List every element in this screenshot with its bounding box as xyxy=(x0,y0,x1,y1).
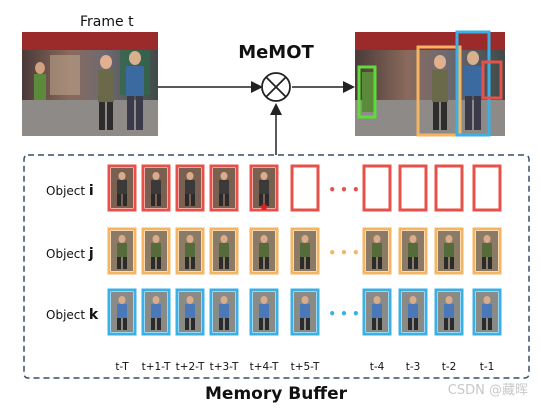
crop-k xyxy=(249,288,279,336)
crop-j xyxy=(175,227,205,275)
object-label-letter: k xyxy=(89,307,99,323)
crop-j xyxy=(434,227,464,275)
ellipsis-dots: • • • xyxy=(328,183,359,197)
input-frame-image xyxy=(22,32,158,136)
crop-i xyxy=(209,164,239,212)
crop-j xyxy=(290,227,320,275)
crop-k xyxy=(290,288,320,336)
crop-j xyxy=(249,227,279,275)
time-label: t-3 xyxy=(406,361,421,373)
ellipsis-dots: • • • xyxy=(328,246,359,260)
time-label: t-4 xyxy=(370,361,385,373)
object-label-letter: j xyxy=(88,246,94,262)
crop-k xyxy=(398,288,428,336)
crop-k xyxy=(107,288,137,336)
crop-k xyxy=(141,288,171,336)
empty-slot-i xyxy=(362,164,392,212)
crop-k xyxy=(209,288,239,336)
object-label-j: Object j xyxy=(46,246,94,262)
memory-buffer-container xyxy=(23,154,530,379)
detection-box-blue xyxy=(455,30,491,137)
watermark: CSDN @藏晖 xyxy=(448,383,528,398)
time-label: t+4-T xyxy=(250,361,279,373)
crop-j xyxy=(141,227,171,275)
frame-label: Frame t xyxy=(80,14,134,30)
time-label: t-1 xyxy=(480,361,495,373)
memory-buffer-label: Memory Buffer xyxy=(205,384,348,404)
time-label: t+5-T xyxy=(291,361,320,373)
time-label: t+2-T xyxy=(176,361,205,373)
crop-j xyxy=(107,227,137,275)
output-frame-image xyxy=(355,30,505,137)
object-label-k: Object k xyxy=(46,307,99,323)
detection-box-orange xyxy=(416,45,462,137)
object-label-letter: i xyxy=(89,183,94,199)
crop-j xyxy=(398,227,428,275)
empty-slot-i xyxy=(434,164,464,212)
method-title: MeMOT xyxy=(238,42,314,63)
cross-operator-icon xyxy=(261,72,291,102)
detection-box-green xyxy=(357,65,377,119)
object-label-i: Object i xyxy=(46,183,94,199)
time-label: t-2 xyxy=(442,361,457,373)
crop-k xyxy=(362,288,392,336)
detection-box-red xyxy=(481,60,503,100)
empty-slot-i xyxy=(398,164,428,212)
crop-k xyxy=(472,288,502,336)
crop-i xyxy=(175,164,205,212)
empty-slot-i xyxy=(290,164,320,212)
time-label: t-T xyxy=(115,361,129,373)
crop-i xyxy=(249,164,279,212)
object-label-prefix: Object xyxy=(46,308,89,322)
marker-dot xyxy=(261,204,267,210)
empty-slot-i xyxy=(472,164,502,212)
ellipsis-dots: • • • xyxy=(328,307,359,321)
crop-k xyxy=(175,288,205,336)
object-label-prefix: Object xyxy=(46,247,89,261)
crop-i xyxy=(141,164,171,212)
crop-i xyxy=(107,164,137,212)
time-label: t+1-T xyxy=(142,361,171,373)
crop-k xyxy=(434,288,464,336)
time-label: t+3-T xyxy=(210,361,239,373)
crop-j xyxy=(362,227,392,275)
crop-j xyxy=(472,227,502,275)
object-label-prefix: Object xyxy=(46,184,89,198)
crop-j xyxy=(209,227,239,275)
